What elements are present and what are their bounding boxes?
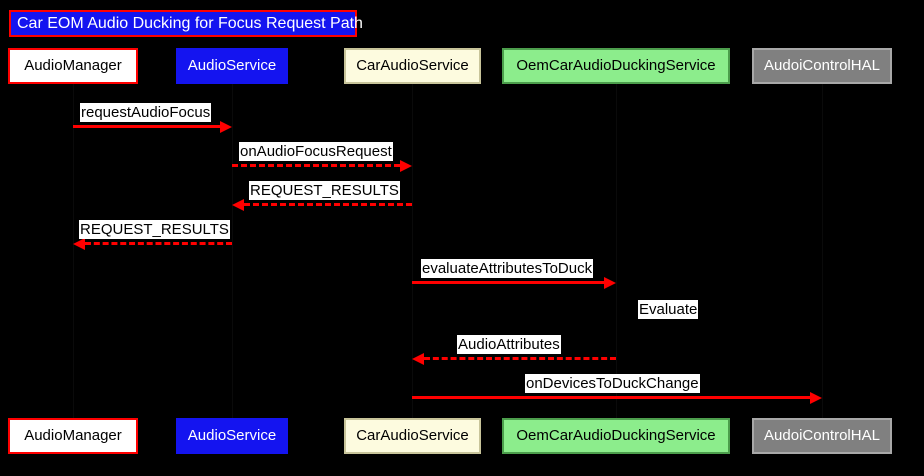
message-label: REQUEST_RESULTS: [79, 220, 230, 239]
message-line: [244, 203, 412, 206]
message-arrowhead: [400, 160, 412, 172]
message-arrowhead: [220, 121, 232, 133]
lifeline-oemcaraudioduckingservice: [616, 84, 617, 418]
participant-bottom-audiomanager[interactable]: AudioManager: [8, 418, 138, 454]
message-label: AudioAttributes: [457, 335, 561, 354]
lifeline-audoicontrolhal: [822, 84, 823, 418]
lifeline-caraudioservice: [412, 84, 413, 418]
message-label: REQUEST_RESULTS: [249, 181, 400, 200]
message-label: requestAudioFocus: [80, 103, 212, 122]
message-line: [232, 164, 400, 167]
message-line: [73, 125, 220, 128]
participant-top-audioservice[interactable]: AudioService: [176, 48, 288, 84]
participant-top-caraudioservice[interactable]: CarAudioService: [344, 48, 481, 84]
participant-bottom-caraudioservice[interactable]: CarAudioService: [344, 418, 481, 454]
message-line: [85, 242, 232, 245]
message-arrowhead: [412, 353, 424, 365]
message-label: onDevicesToDuckChange: [525, 374, 700, 393]
participant-bottom-audioservice[interactable]: AudioService: [176, 418, 288, 454]
message-line: [412, 281, 604, 284]
lifeline-audioservice: [232, 84, 233, 418]
message-line: [424, 357, 616, 360]
message-label: onAudioFocusRequest: [239, 142, 393, 161]
message-line: [412, 396, 810, 399]
participant-bottom-audoicontrolhal[interactable]: AudoiControlHAL: [752, 418, 892, 454]
participant-top-audoicontrolhal[interactable]: AudoiControlHAL: [752, 48, 892, 84]
message-arrowhead: [73, 238, 85, 250]
diagram-title: Car EOM Audio Ducking for Focus Request …: [9, 10, 363, 37]
participant-bottom-oemcaraudioduckingservice[interactable]: OemCarAudioDuckingService: [502, 418, 730, 454]
participant-top-audiomanager[interactable]: AudioManager: [8, 48, 138, 84]
note-label: Evaluate: [638, 300, 699, 319]
participant-top-oemcaraudioduckingservice[interactable]: OemCarAudioDuckingService: [502, 48, 730, 84]
message-label: evaluateAttributesToDuck: [421, 259, 594, 278]
lifeline-audiomanager: [73, 84, 74, 418]
message-arrowhead: [810, 392, 822, 404]
message-arrowhead: [604, 277, 616, 289]
message-arrowhead: [232, 199, 244, 211]
